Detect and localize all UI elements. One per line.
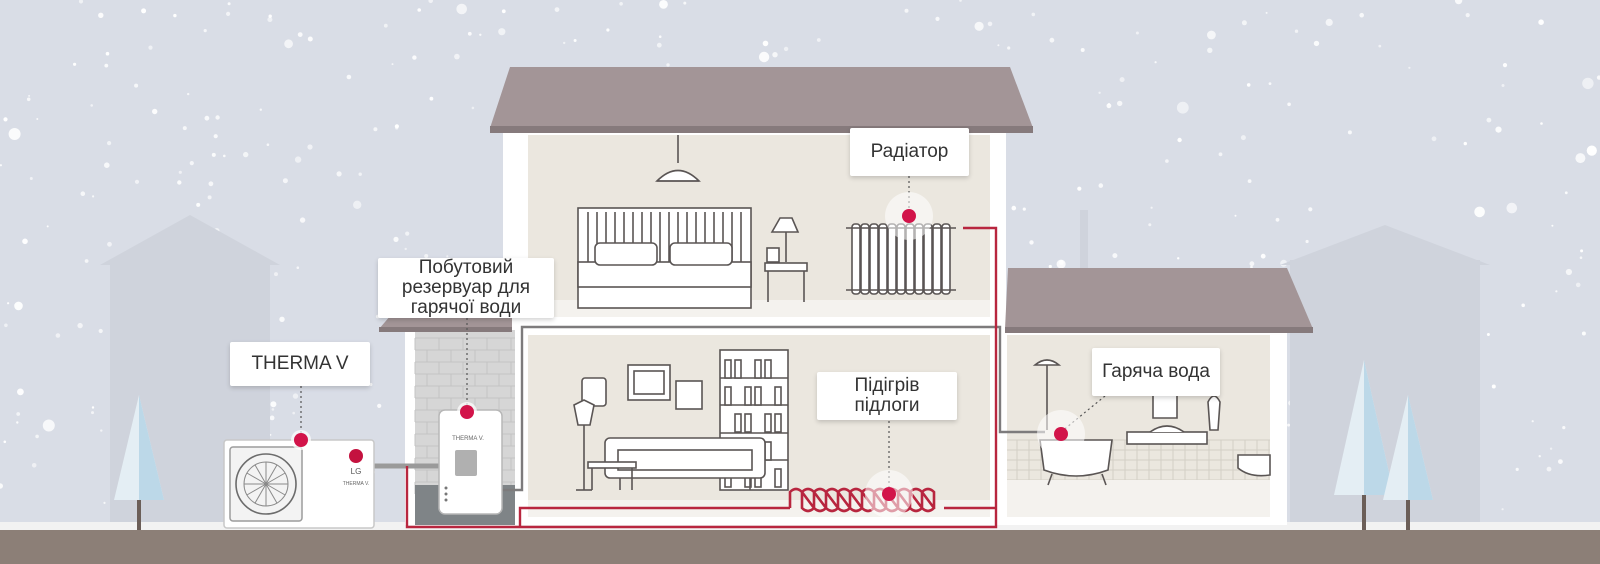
hotspot-markers bbox=[291, 192, 1085, 518]
callout-radiator[interactable]: Радіатор bbox=[850, 128, 969, 176]
tree-left bbox=[114, 395, 164, 530]
right-annex-roof bbox=[1005, 268, 1313, 329]
callout-therma-v[interactable]: THERMA V bbox=[230, 342, 370, 386]
pipes bbox=[372, 226, 1045, 529]
marker-tank bbox=[460, 405, 474, 419]
hot-water-tank bbox=[438, 409, 503, 515]
radiator-illustration bbox=[846, 223, 956, 295]
marker-radiator bbox=[902, 209, 916, 223]
unit-product-mark: THERMA V. bbox=[343, 481, 370, 487]
callout-tank[interactable]: Побутовий резервуар для гарячої води bbox=[378, 258, 554, 318]
marker-therma-v bbox=[294, 433, 308, 447]
bedroom-furniture bbox=[577, 135, 808, 309]
callout-tank-label: Побутовий резервуар для гарячої води bbox=[401, 257, 531, 318]
tank-product-mark: THERMA V. bbox=[452, 436, 484, 442]
callout-floor-heating-label: Підігрів підлоги bbox=[854, 375, 920, 416]
marker-floor-heating bbox=[882, 487, 896, 501]
ground bbox=[0, 528, 1600, 564]
unit-logo: LG bbox=[351, 467, 362, 476]
callout-floor-heating[interactable]: Підігрів підлоги bbox=[817, 372, 957, 420]
marker-hot-water bbox=[1054, 427, 1068, 441]
callout-radiator-label: Радіатор bbox=[870, 141, 949, 162]
background-buildings bbox=[100, 210, 1490, 530]
tree-right-2 bbox=[1383, 395, 1433, 530]
callout-hot-water[interactable]: Гаряча вода bbox=[1092, 348, 1220, 396]
tree-right-1 bbox=[1334, 360, 1394, 530]
callout-therma-v-label: THERMA V bbox=[251, 353, 349, 374]
callout-hot-water-label: Гаряча вода bbox=[1102, 361, 1210, 382]
living-room-furniture bbox=[573, 349, 789, 491]
left-annex-roof bbox=[379, 315, 512, 329]
main-roof bbox=[490, 67, 1033, 128]
